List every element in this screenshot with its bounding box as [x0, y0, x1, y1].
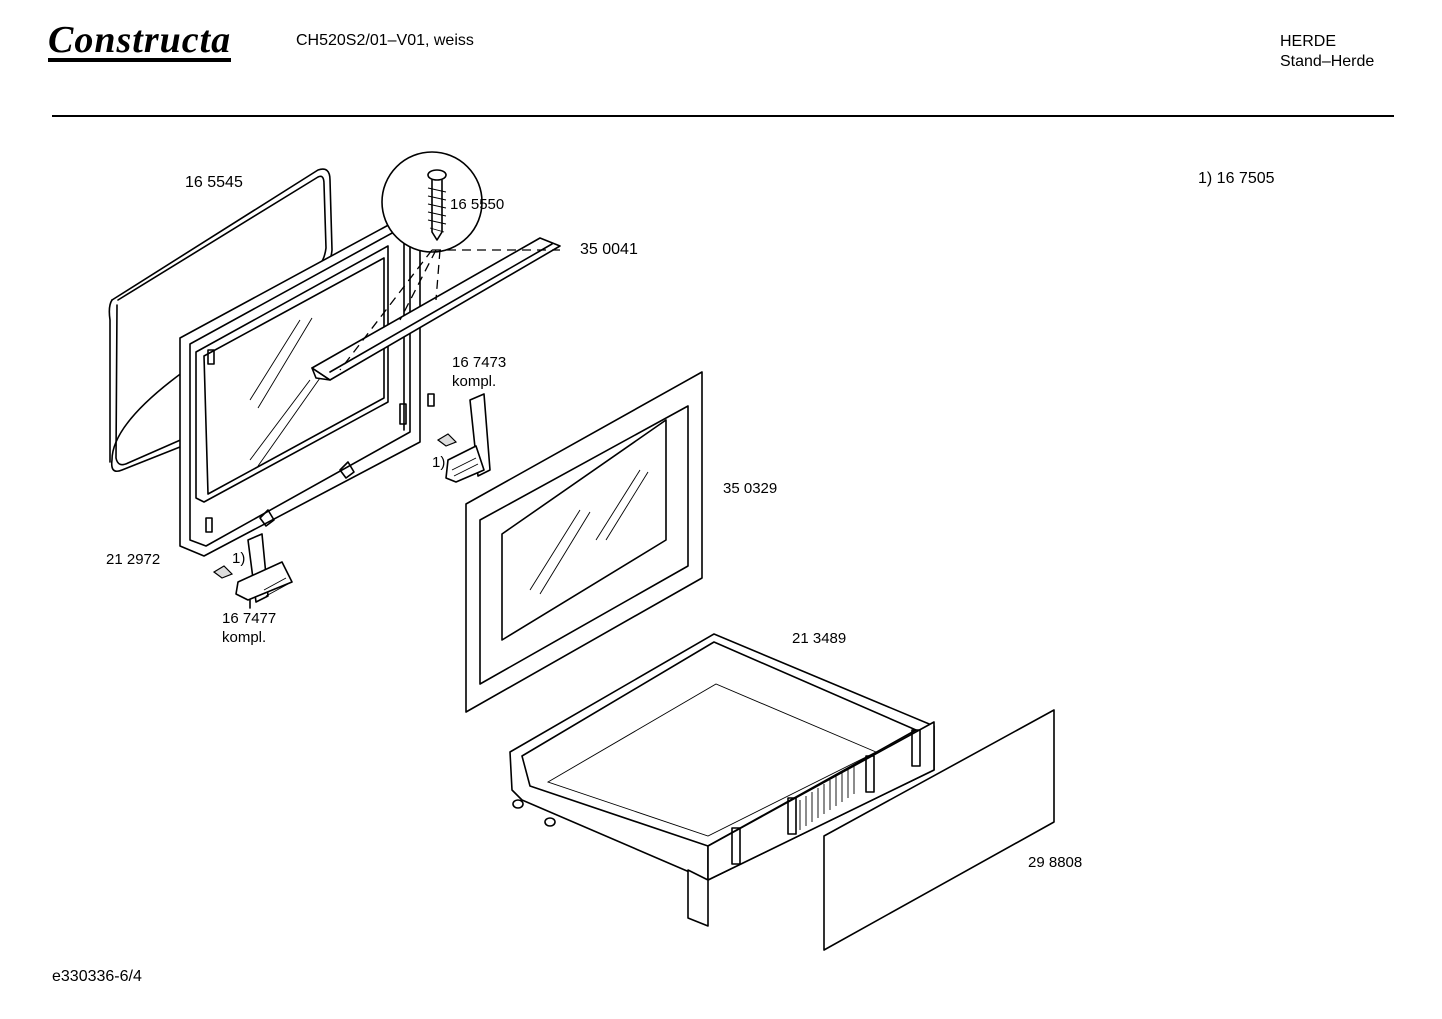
handle-strip-drawing — [311, 237, 561, 381]
drawer-drawing — [509, 633, 935, 927]
screw-detail-drawing — [381, 151, 483, 253]
category-line-2: Stand–Herde — [1280, 53, 1375, 70]
category-line-1: HERDE — [1280, 33, 1337, 50]
label-screw: 16 5550 — [450, 196, 505, 213]
document-id: e330336-6/4 — [52, 968, 142, 985]
label-handle-strip: 35 0041 — [580, 241, 638, 258]
left-hinge-drawing — [212, 533, 293, 609]
label-hinge-right: 16 7473 — [452, 354, 507, 371]
label-outer-glass: 35 0329 — [723, 480, 778, 497]
inner-door-frame-drawing — [179, 221, 421, 557]
footnote-reference: 1) 16 7505 — [1198, 170, 1275, 187]
label-inner-door: 21 2972 — [106, 551, 161, 568]
outer-glass-panel-drawing — [465, 371, 703, 713]
right-hinge-drawing — [427, 393, 491, 483]
model-number: CH520S2/01–V01, weiss — [296, 32, 474, 49]
label-hinge-right-ref: 1) — [432, 454, 446, 471]
label-hinge-left: 16 7477 — [222, 610, 277, 627]
appliance-category: HERDE Stand–Herde — [1280, 32, 1374, 72]
label-drawer-front: 29 8808 — [1028, 854, 1083, 871]
header-divider — [52, 115, 1394, 117]
label-hinge-right-note: kompl. — [452, 373, 497, 390]
brand-logo: Constructa — [48, 19, 232, 62]
label-drawer: 21 3489 — [792, 630, 847, 647]
drawer-front-panel-drawing — [823, 709, 1055, 951]
label-gasket: 16 5545 — [185, 174, 243, 191]
label-hinge-left-note: kompl. — [222, 629, 267, 646]
label-hinge-left-ref: 1) — [232, 550, 246, 567]
